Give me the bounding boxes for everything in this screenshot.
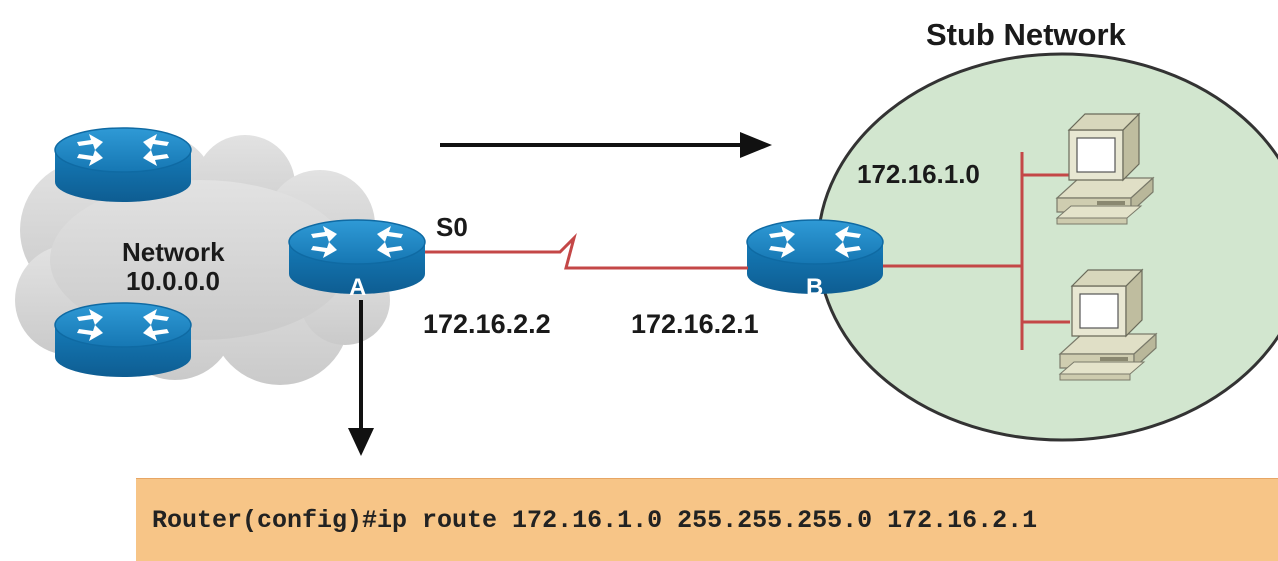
cloud-router-bottom [54, 302, 192, 378]
router-b-label: B [806, 274, 824, 301]
stub-network-circle [816, 52, 1278, 442]
cloud-router-top [54, 127, 192, 203]
stub-network-address: 172.16.1.0 [857, 159, 980, 189]
serial-link [425, 232, 748, 270]
ethernet-segment [883, 152, 1070, 350]
router-a-label: A [349, 274, 367, 301]
network-name-label: Network [122, 237, 225, 267]
arrow-down [348, 300, 374, 456]
router-a-serial-ip: 172.16.2.2 [423, 309, 551, 339]
router-b-serial-ip: 172.16.2.1 [631, 309, 759, 339]
arrow-right [440, 132, 772, 158]
stub-network-title: Stub Network [926, 17, 1126, 52]
config-command-text: Router(config)#ip route 172.16.1.0 255.2… [152, 506, 1038, 535]
config-command-box: Router(config)#ip route 172.16.1.0 255.2… [136, 478, 1278, 561]
router-a-interface-label: S0 [436, 212, 468, 242]
network-address-label: 10.0.0.0 [126, 266, 220, 296]
